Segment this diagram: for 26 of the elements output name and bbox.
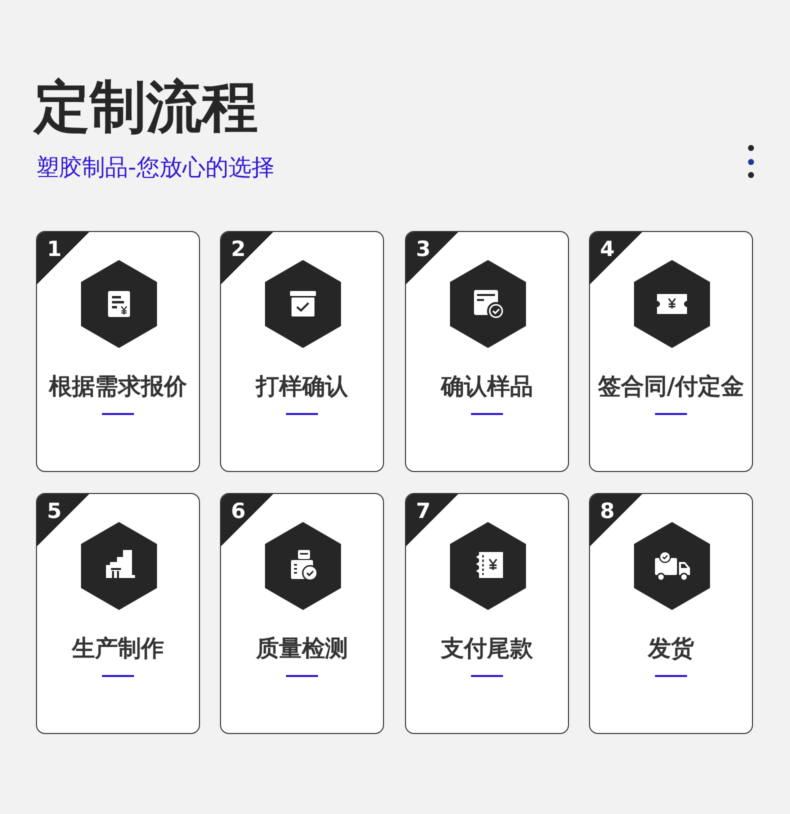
step-number: 7 <box>406 494 458 546</box>
step-number: 6 <box>221 494 273 546</box>
step-title: 质量检测 <box>256 635 348 663</box>
step-title: 确认样品 <box>441 373 533 401</box>
step-card <box>405 231 569 472</box>
step-title: 支付尾款 <box>441 635 533 663</box>
page-title: 定制流程 <box>34 76 258 140</box>
step-number: 8 <box>590 494 642 546</box>
step-number: 4 <box>590 232 642 284</box>
step-title: 根据需求报价 <box>49 373 187 401</box>
step-card <box>36 493 200 734</box>
step-card <box>220 493 384 734</box>
step-title: 发货 <box>648 635 694 663</box>
step-title: 生产制作 <box>72 635 164 663</box>
step-number: 2 <box>221 232 273 284</box>
step-card <box>220 231 384 472</box>
step-number: 3 <box>406 232 458 284</box>
step-number: 5 <box>37 494 89 546</box>
step-title: 签合同/付定金 <box>598 373 744 401</box>
step-card <box>405 493 569 734</box>
step-card <box>589 493 753 734</box>
subtitle: 塑胶制品-您放心的选择 <box>36 154 274 182</box>
step-title: 打样确认 <box>256 373 348 401</box>
step-card <box>36 231 200 472</box>
step-card <box>589 231 753 472</box>
step-number: 1 <box>37 232 89 284</box>
